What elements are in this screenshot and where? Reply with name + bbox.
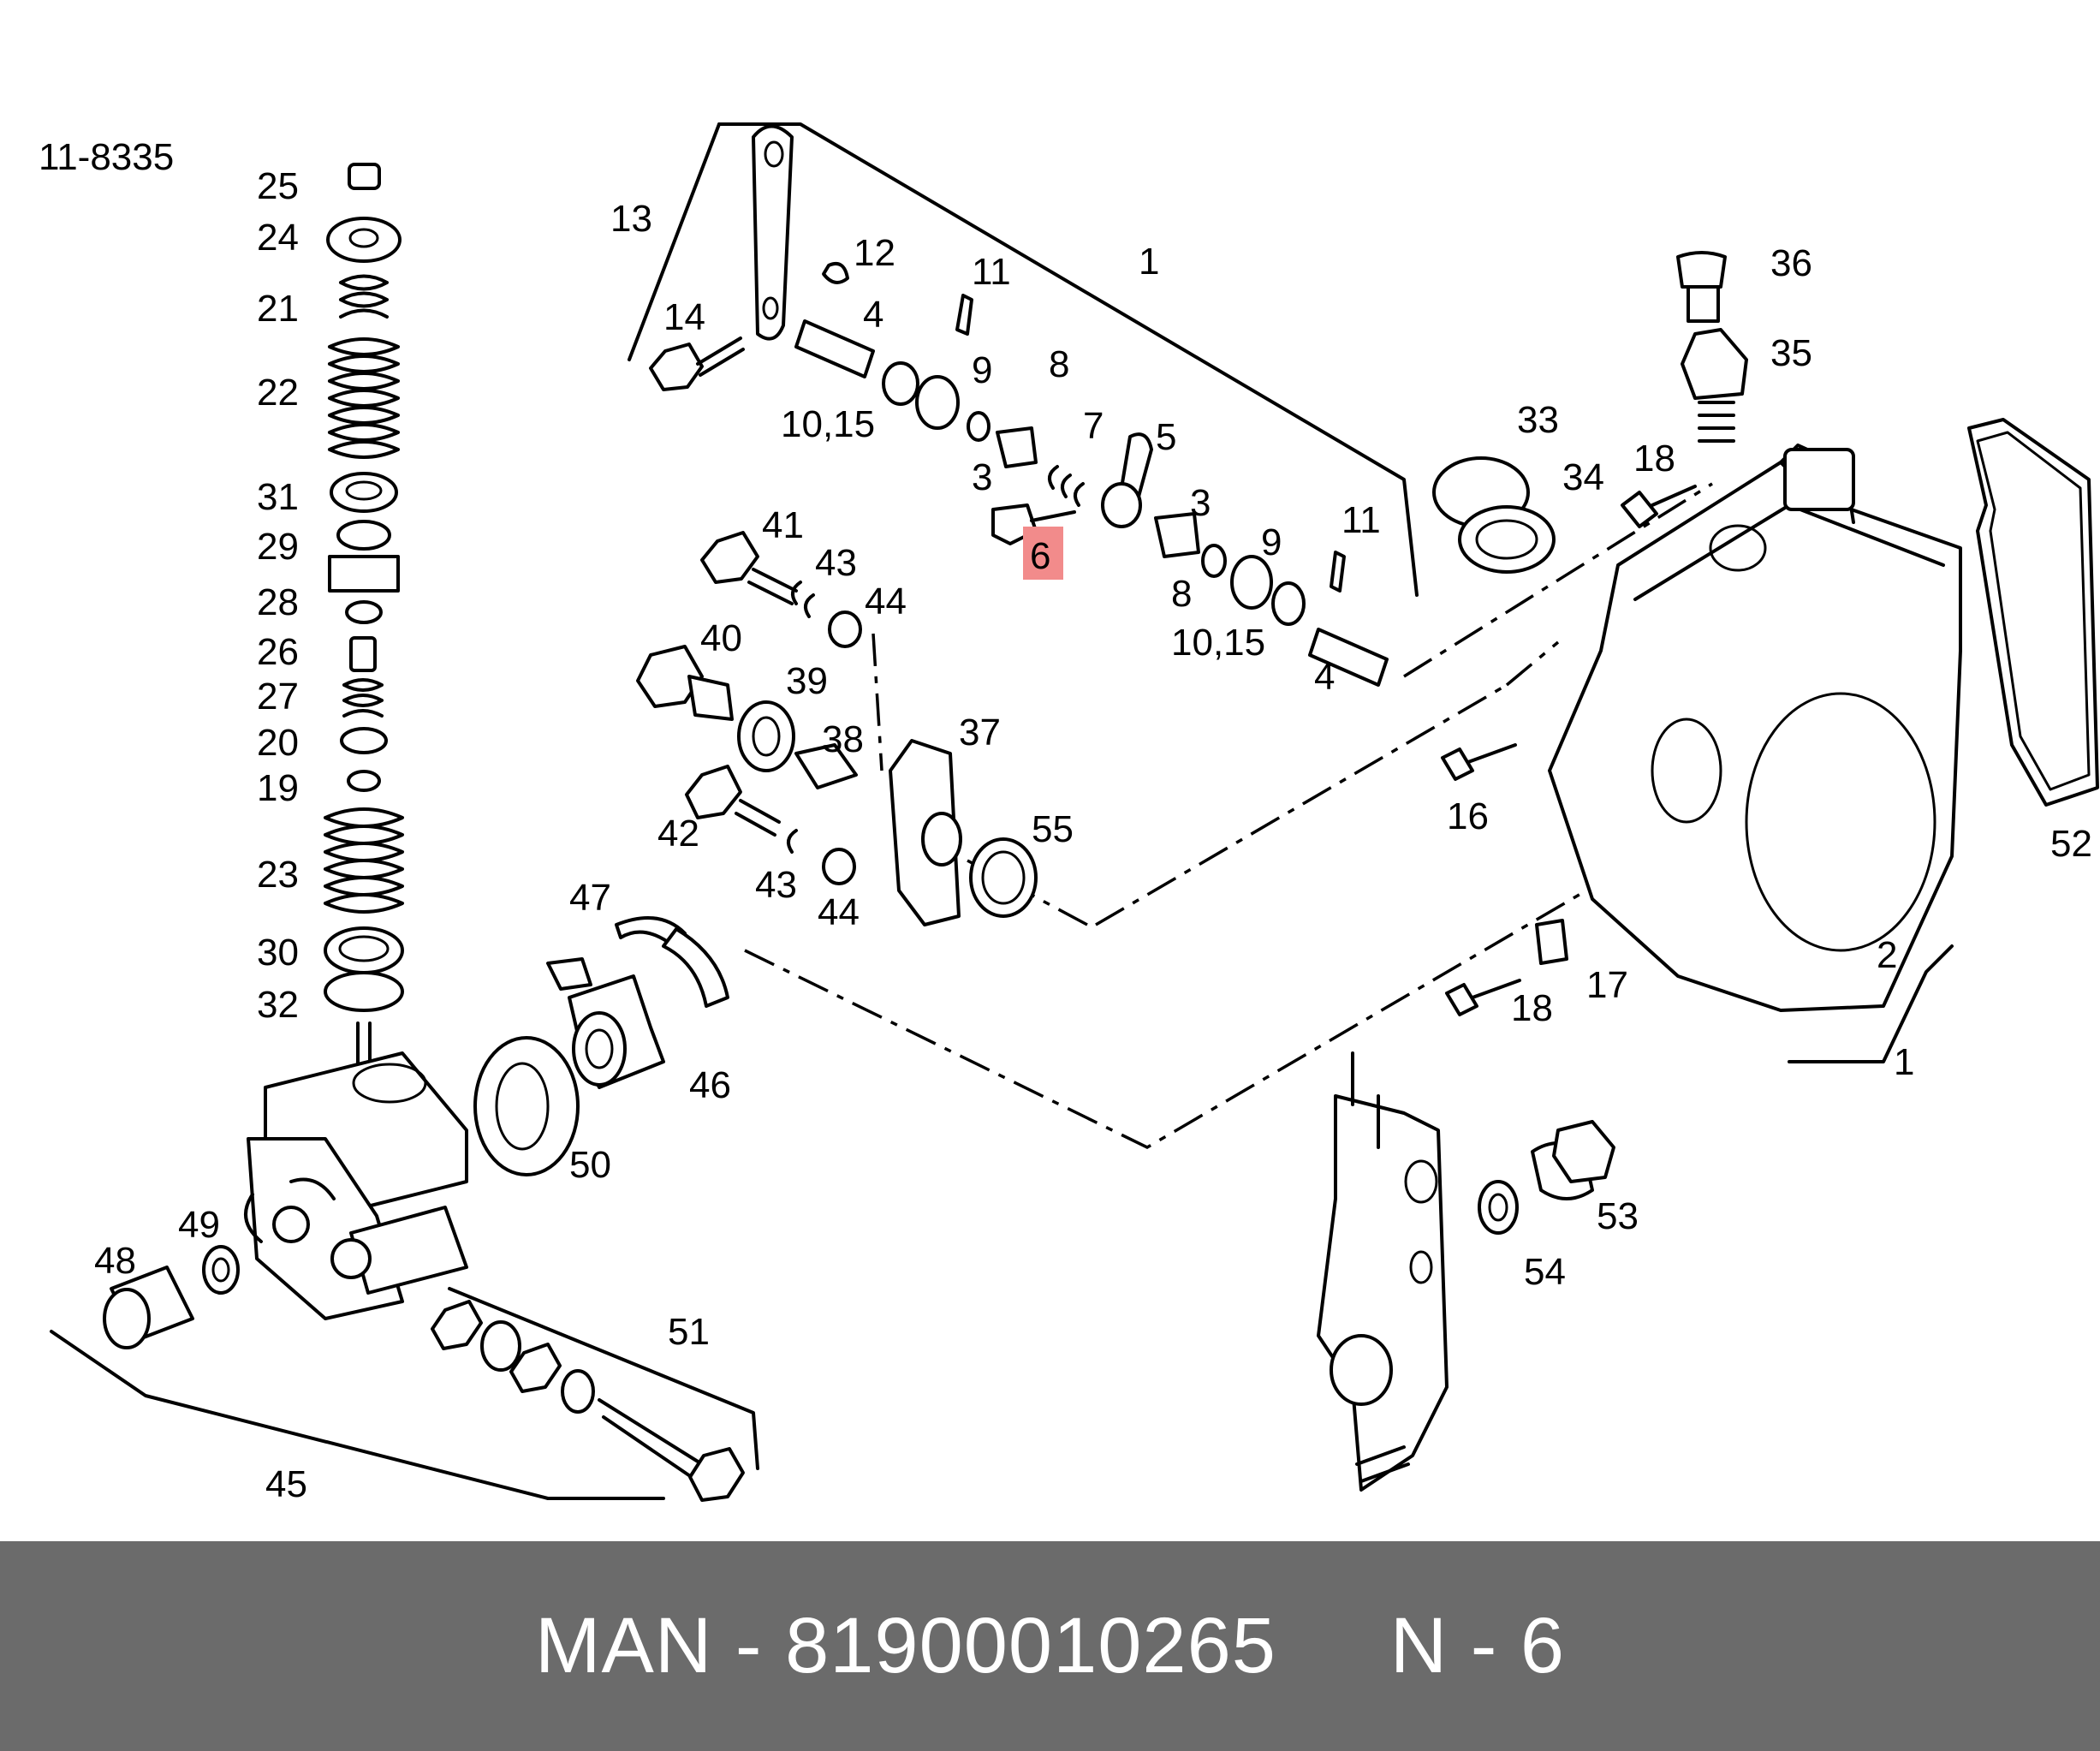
governor-assembly: [244, 1051, 468, 1320]
part-label: 31: [257, 476, 299, 518]
part-label: 8: [1171, 573, 1192, 615]
bottom-right-bracket: [1317, 1051, 1615, 1492]
part-label: 41: [762, 504, 804, 546]
part-label: 28: [257, 581, 299, 623]
part-label: 45: [265, 1463, 307, 1505]
part-label: 1: [1139, 241, 1159, 283]
part-label: 52: [2050, 823, 2092, 865]
part-label: 16: [1447, 795, 1489, 837]
part-label: 8: [1049, 343, 1069, 385]
part-label: 30: [257, 932, 299, 974]
part-label: 12: [854, 232, 895, 274]
highlighted-part-label: 6: [1030, 535, 1050, 577]
bottom-left-parts: [103, 1245, 745, 1502]
highlighted-part-marker: [1023, 527, 1063, 580]
part-label: 5: [1156, 416, 1176, 458]
part-label: 47: [569, 877, 611, 919]
part-label: 53: [1597, 1195, 1639, 1237]
part-label: 7: [1083, 405, 1104, 447]
part-label: 1: [1894, 1041, 1914, 1083]
lever-assembly: [649, 124, 1389, 687]
group-bracket-lines: [50, 122, 1954, 1500]
part-label: 55: [1032, 808, 1074, 850]
part-label: 33: [1517, 399, 1559, 441]
part-label: 29: [257, 526, 299, 568]
part-label: 49: [178, 1204, 220, 1246]
part-label: 22: [257, 372, 299, 414]
part-number-text: MAN - 81900010265 N - 6: [534, 1602, 1566, 1689]
part-label: 26: [257, 631, 299, 673]
right-side-parts: [1432, 251, 2099, 1016]
part-label: 4: [1314, 656, 1335, 698]
part-label: 23: [257, 854, 299, 896]
part-label: 38: [822, 718, 864, 760]
part-label: 48: [94, 1240, 136, 1282]
part-label: 34: [1562, 456, 1604, 498]
part-label: 43: [815, 542, 857, 584]
part-label: 3: [1190, 482, 1211, 524]
part-label: 32: [257, 984, 299, 1026]
part-label: 17: [1586, 964, 1628, 1006]
part-label: 44: [865, 581, 907, 622]
part-label: 21: [257, 288, 299, 330]
part-label: 44: [818, 891, 860, 933]
part-label: 18: [1511, 987, 1553, 1029]
part-label: 20: [257, 722, 299, 764]
part-label: 46: [689, 1064, 731, 1106]
part-label: 14: [663, 296, 705, 338]
part-label: 37: [959, 712, 1001, 753]
part-label: 39: [786, 660, 828, 702]
part-label: 54: [1524, 1251, 1566, 1293]
part-label: 11: [1342, 499, 1381, 541]
part-label: 4: [863, 294, 883, 336]
part-label: 35: [1770, 332, 1812, 374]
left-spring-stack: [324, 163, 404, 1085]
part-label: 27: [257, 676, 299, 718]
middle-coupling-parts: [473, 916, 729, 1176]
part-label: 50: [569, 1144, 611, 1186]
part-label: 10,15: [781, 403, 875, 445]
part-label: 18: [1633, 438, 1675, 479]
part-label: 43: [755, 864, 797, 906]
part-label: 9: [972, 349, 992, 391]
part-label: 9: [1261, 521, 1282, 563]
part-label: 51: [668, 1311, 710, 1353]
part-label: 24: [257, 217, 299, 259]
part-labels: 11-8335 25 24 21 22 31 29 28 26 27 20 19…: [39, 136, 2092, 1505]
part-label: 13: [610, 198, 652, 240]
part-label: 19: [257, 767, 299, 809]
ref-code-label: 11-8335: [39, 136, 174, 178]
part-label: 25: [257, 165, 299, 207]
part-label: 10,15: [1171, 622, 1265, 664]
part-label: 2: [1877, 934, 1897, 976]
part-label: 42: [657, 813, 699, 855]
part-label: 36: [1770, 242, 1812, 284]
part-label: 40: [700, 617, 742, 659]
middle-bolt-parts: [636, 531, 1038, 926]
pump-housing: [1548, 444, 1962, 1012]
part-number-footer: MAN - 81900010265 N - 6: [0, 1541, 2100, 1751]
exploded-parts-diagram: 11-8335 25 24 21 22 31 29 28 26 27 20 19…: [39, 122, 2099, 1505]
part-label: 11: [972, 251, 1011, 293]
part-label: 3: [972, 456, 992, 498]
